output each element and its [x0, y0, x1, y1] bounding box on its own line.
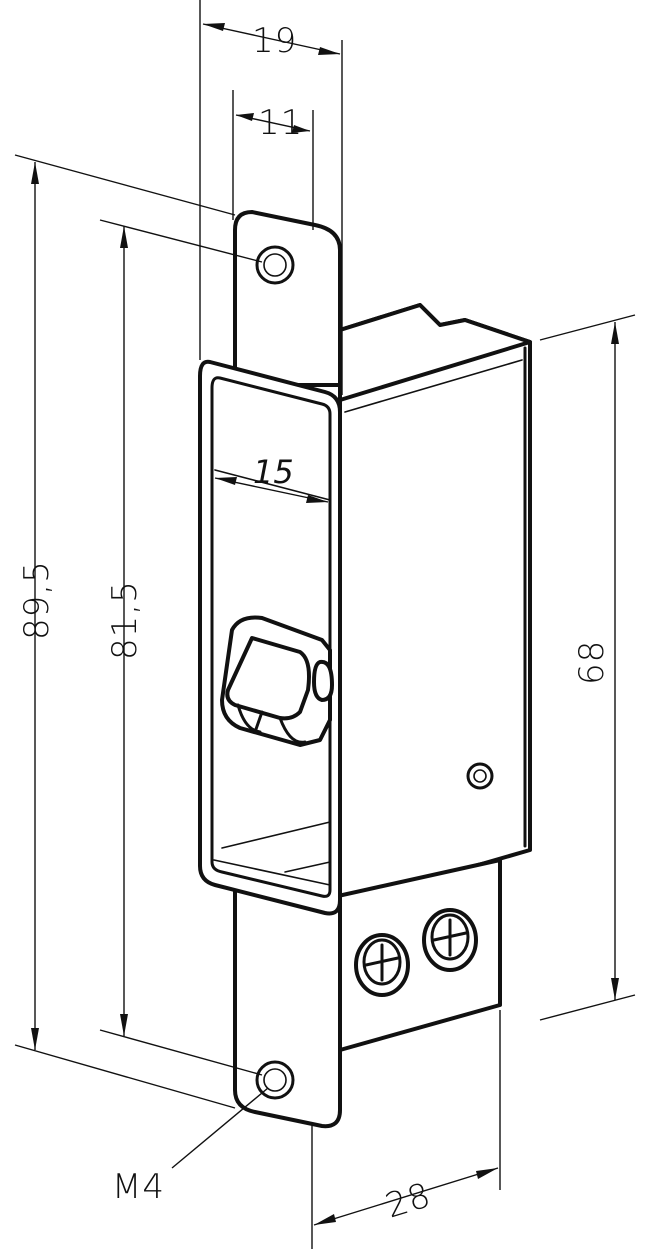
- dim-28-label: 28: [381, 1175, 436, 1226]
- housing-screw-hole: [466, 762, 494, 790]
- terminal-screw-left: [354, 933, 410, 997]
- dim-68-label: 68: [572, 640, 612, 685]
- lower-mounting-hole: [255, 1060, 295, 1100]
- dimension-labels: 19 11 15 89,5 81,5 68 28 M4: [17, 21, 612, 1227]
- dimension-lines: [14, 0, 636, 1249]
- latch-bolt: [220, 615, 334, 747]
- dim-89-5-label: 89,5: [17, 560, 57, 640]
- dim-11-label: 11: [258, 103, 303, 143]
- thread-m4-label: M4: [112, 1167, 165, 1207]
- door-strike-body: [198, 210, 532, 1129]
- dim-15-label: 15: [253, 453, 294, 491]
- dim-81-5-label: 81,5: [105, 580, 145, 660]
- dim-19-label: 19: [252, 21, 297, 61]
- terminal-screw-right: [422, 908, 478, 972]
- upper-mounting-hole: [255, 245, 295, 285]
